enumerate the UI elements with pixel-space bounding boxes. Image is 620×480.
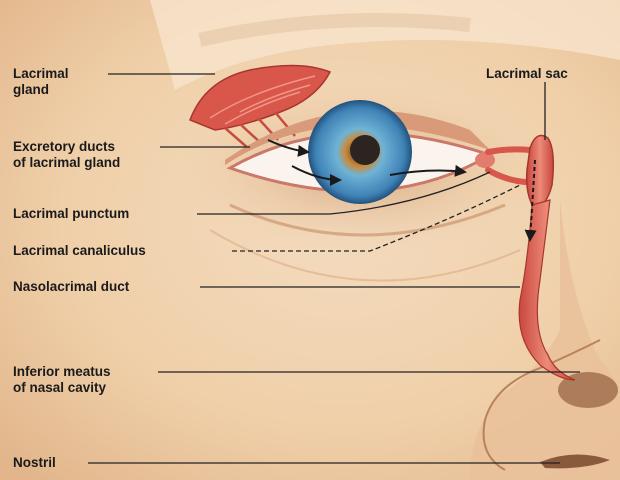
label-lacrimal-canaliculus: Lacrimal canaliculus bbox=[13, 243, 146, 259]
label-lacrimal-gland-line-2: gland bbox=[13, 82, 69, 98]
label-excretory-ducts-line-2: of lacrimal gland bbox=[13, 155, 120, 171]
label-inferior-meatus-line-1: Inferior meatus bbox=[13, 364, 111, 380]
label-lacrimal-gland-line-1: Lacrimal bbox=[13, 66, 69, 82]
label-nostril: Nostril bbox=[13, 455, 56, 471]
label-lacrimal-punctum: Lacrimal punctum bbox=[13, 206, 129, 222]
label-inferior-meatus-line-2: of nasal cavity bbox=[13, 380, 111, 396]
label-lacrimal-gland: Lacrimal gland bbox=[13, 66, 69, 98]
label-excretory-ducts-line-1: Excretory ducts bbox=[13, 139, 120, 155]
label-inferior-meatus: Inferior meatus of nasal cavity bbox=[13, 364, 111, 396]
caruncle bbox=[475, 152, 495, 168]
pupil bbox=[350, 135, 380, 165]
label-excretory-ducts: Excretory ducts of lacrimal gland bbox=[13, 139, 120, 171]
label-lacrimal-sac: Lacrimal sac bbox=[486, 66, 568, 82]
upper-canaliculus bbox=[488, 149, 530, 152]
label-nasolacrimal-duct: Nasolacrimal duct bbox=[13, 279, 129, 295]
